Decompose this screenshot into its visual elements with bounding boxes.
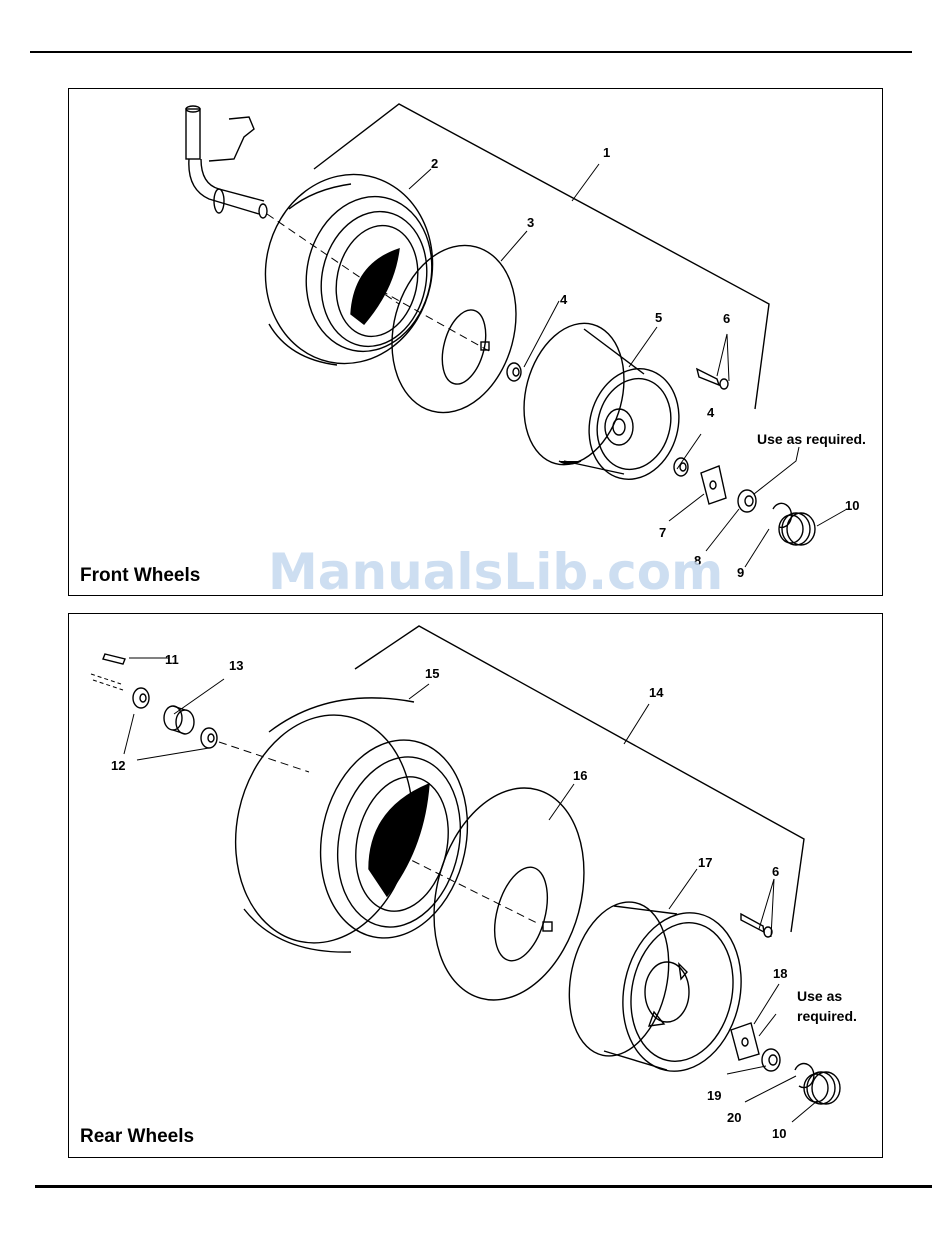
callout-20: 20 [727, 1110, 741, 1125]
valve-stem [697, 369, 728, 389]
callout-15: 15 [425, 666, 439, 681]
watermark: ManualsLib.com [268, 543, 723, 601]
key-pin [91, 654, 125, 690]
callout-3: 3 [527, 215, 534, 230]
callout-2: 2 [431, 156, 438, 171]
callout-11: 11 [165, 652, 179, 667]
axle-washer-b [201, 728, 217, 748]
callout-1: 1 [603, 145, 610, 160]
callout-5: 5 [655, 310, 662, 325]
rear-rim [556, 893, 756, 1083]
washer [738, 490, 756, 512]
rear-wheels-diagram: 11 13 15 14 12 16 17 6 18 19 20 10 Use a… [69, 614, 884, 1159]
callout-16: 16 [573, 768, 587, 783]
rear-wheels-panel: 11 13 15 14 12 16 17 6 18 19 20 10 Use a… [68, 613, 883, 1158]
front-wheels-title: Front Wheels [80, 565, 200, 587]
callout-4a: 4 [560, 292, 568, 307]
hub-cap [779, 513, 815, 545]
callout-7: 7 [659, 525, 666, 540]
front-wheels-diagram: 1 2 3 4 5 6 4 7 8 9 10 Use as required. [69, 89, 884, 597]
callout-13: 13 [229, 658, 243, 673]
use-as-required-note: Use as required. [757, 431, 866, 447]
top-rule [30, 51, 912, 53]
bushing-a [507, 363, 521, 381]
bushing-b [674, 458, 688, 476]
inner-tube [374, 231, 534, 426]
front-rim [509, 312, 691, 489]
rear-tire [215, 698, 485, 960]
callout-6-rear: 6 [772, 864, 779, 879]
rear-inner-tube [412, 771, 607, 1017]
callout-10-rear: 10 [772, 1126, 786, 1141]
callout-10: 10 [845, 498, 859, 513]
callout-9: 9 [737, 565, 744, 580]
rear-valve-stem [741, 914, 772, 937]
rear-washer [762, 1049, 780, 1071]
callout-18: 18 [773, 966, 787, 981]
use-as-note-line2: required. [797, 1008, 857, 1024]
callout-19: 19 [707, 1088, 721, 1103]
bottom-rule [35, 1185, 932, 1188]
callout-17: 17 [698, 855, 712, 870]
axle-washer-a [133, 688, 149, 708]
callout-12: 12 [111, 758, 125, 773]
rear-wheels-title: Rear Wheels [80, 1126, 194, 1148]
rear-spacer-plate [731, 1023, 759, 1060]
front-wheels-panel: 1 2 3 4 5 6 4 7 8 9 10 Use as required. … [68, 88, 883, 596]
spindle-part [186, 106, 267, 218]
callout-4b: 4 [707, 405, 715, 420]
rear-hub-cap [804, 1072, 840, 1104]
spacer-plate [701, 466, 726, 504]
callout-6: 6 [723, 311, 730, 326]
use-as-note-line1: Use as [797, 988, 842, 1004]
callout-14: 14 [649, 685, 664, 700]
